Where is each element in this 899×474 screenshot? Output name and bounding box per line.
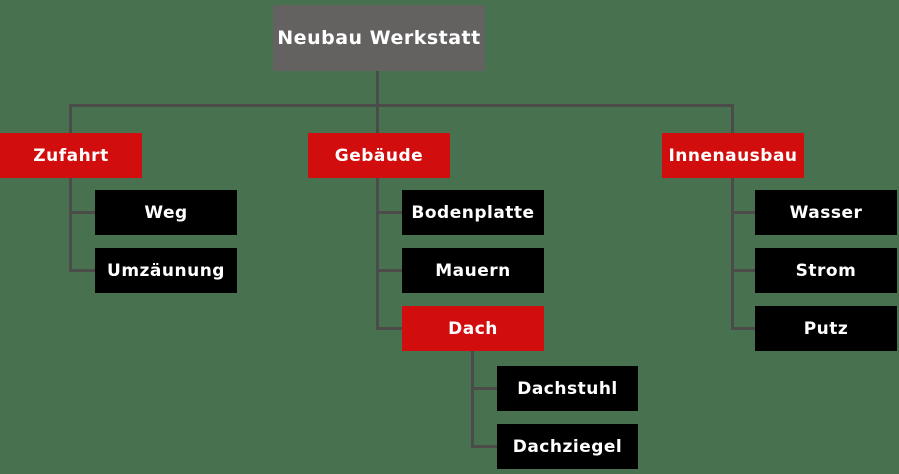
connector-weg-stub — [71, 211, 95, 214]
node-dachziegel: Dachziegel — [497, 424, 638, 469]
connector-gebaeude-vline — [376, 178, 379, 330]
connector-dachstuhl-stub — [473, 387, 497, 390]
node-umzaeunung: Umzäunung — [95, 248, 237, 293]
connector-root-drop — [376, 71, 379, 105]
connector-dachziegel-stub — [473, 445, 497, 448]
connector-top-horizontal — [69, 104, 734, 107]
node-dach: Dach — [402, 306, 544, 351]
node-weg: Weg — [95, 190, 237, 235]
connector-strom-stub — [733, 269, 755, 272]
node-neubau-werkstatt: Neubau Werkstatt — [273, 5, 485, 71]
node-wasser: Wasser — [755, 190, 897, 235]
connector-innenausbau-drop — [731, 104, 734, 133]
node-innenausbau: Innenausbau — [662, 133, 804, 178]
connector-innenausbau-vline — [731, 178, 734, 330]
connector-zufahrt-vline — [69, 178, 72, 272]
connector-dach-stub — [378, 327, 402, 330]
node-mauern: Mauern — [402, 248, 544, 293]
connector-dach-vline — [471, 351, 474, 448]
node-strom: Strom — [755, 248, 897, 293]
connector-putz-stub — [733, 327, 755, 330]
connector-umzaeunung-stub — [71, 269, 95, 272]
connector-mauern-stub — [378, 269, 402, 272]
connector-gebaeude-drop — [376, 104, 379, 133]
connector-wasser-stub — [733, 211, 755, 214]
node-gebaeude: Gebäude — [308, 133, 450, 178]
node-dachstuhl: Dachstuhl — [497, 366, 638, 411]
node-bodenplatte: Bodenplatte — [402, 190, 544, 235]
node-zufahrt: Zufahrt — [0, 133, 142, 178]
node-putz: Putz — [755, 306, 897, 351]
connector-bodenplatte-stub — [378, 211, 402, 214]
connector-zufahrt-drop — [69, 104, 72, 133]
